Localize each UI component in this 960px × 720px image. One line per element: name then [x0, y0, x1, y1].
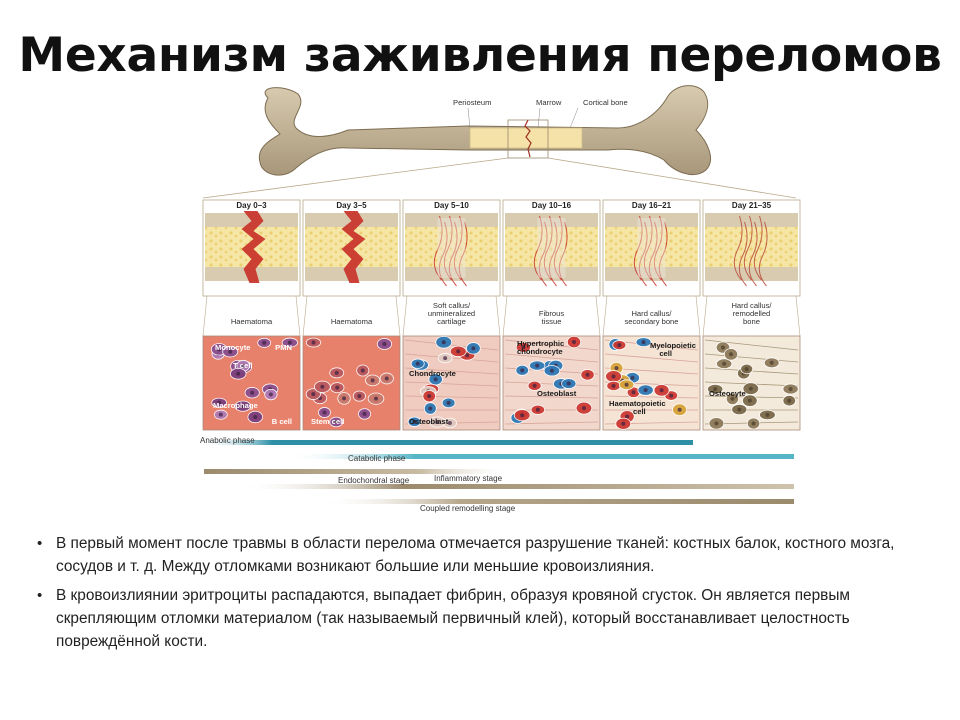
stage-label: Fibrous: [539, 309, 565, 318]
stage-label: Hard callus/: [631, 309, 672, 318]
bullet-item: •В кровоизлиянии эритроциты распадаются,…: [36, 584, 926, 653]
stage-label: Soft callus/: [433, 301, 471, 310]
cell-label: Macrophage: [213, 401, 258, 410]
cell-label: T cell: [233, 361, 252, 370]
phase-bar: [204, 469, 514, 474]
phase-bar: [238, 484, 794, 489]
healing-panel: Day 10–16FibroustissueHypertrophicchondr…: [502, 199, 601, 431]
bullet-list: •В первый момент после травмы в области …: [36, 532, 926, 659]
day-label: Day 0–3: [236, 201, 267, 210]
day-label: Day 5–10: [434, 201, 469, 210]
cell-label: Haematopoietic: [609, 399, 666, 408]
slide-title: Механизм заживления переломов: [18, 28, 942, 83]
phase-bar: [198, 440, 693, 445]
day-label: Day 21–35: [732, 201, 772, 210]
stage-label: secondary bone: [624, 317, 678, 326]
phase-bar: [288, 454, 794, 459]
phase-label: Anabolic phase: [200, 436, 255, 445]
femur-illustration: [258, 85, 711, 176]
phase-bar: [318, 499, 794, 504]
day-label: Day 16–21: [632, 201, 672, 210]
cell-label: chondrocyte: [517, 347, 563, 356]
phase-label: Coupled remodelling stage: [420, 504, 516, 513]
stage-label: Haematoma: [331, 317, 373, 326]
bone-label: Periosteum: [453, 98, 491, 107]
bone-label: Marrow: [536, 98, 562, 107]
stage-label: remodelled: [733, 309, 771, 318]
cell-label: Osteoblast: [409, 417, 449, 426]
cell-label: cell: [633, 407, 646, 416]
day-label: Day 10–16: [532, 201, 572, 210]
stage-label: Hard callus/: [731, 301, 772, 310]
phase-label: Inflammatory stage: [434, 474, 503, 483]
cell-label: Monocyte: [215, 343, 250, 352]
stage-label: unmineralized: [428, 309, 475, 318]
bullet-icon: •: [37, 587, 43, 604]
stage-label: bone: [743, 317, 760, 326]
cell-label: Stem cell: [311, 417, 344, 426]
cell-label: Chondrocyte: [409, 369, 456, 378]
phase-label: Catabolic phase: [348, 454, 406, 463]
bone-label: Cortical bone: [583, 98, 628, 107]
phase-label: Endochondral stage: [338, 476, 410, 485]
day-label: Day 3–5: [336, 201, 367, 210]
bullet-icon: •: [37, 535, 43, 552]
cell-label: PMN: [275, 343, 292, 352]
cell-label: Osteoblast: [537, 389, 577, 398]
stage-label: Haematoma: [231, 317, 273, 326]
cell-label: B cell: [272, 417, 292, 426]
stage-label: tissue: [542, 317, 562, 326]
cell-label: Osteocyte: [709, 389, 746, 398]
cell-label: Myelopoietic: [650, 341, 696, 350]
stage-label: cartilage: [437, 317, 466, 326]
bullet-item: •В первый момент после травмы в области …: [36, 532, 926, 578]
cell-label: Hypertrophic: [517, 339, 564, 348]
cell-label: cell: [659, 349, 672, 358]
